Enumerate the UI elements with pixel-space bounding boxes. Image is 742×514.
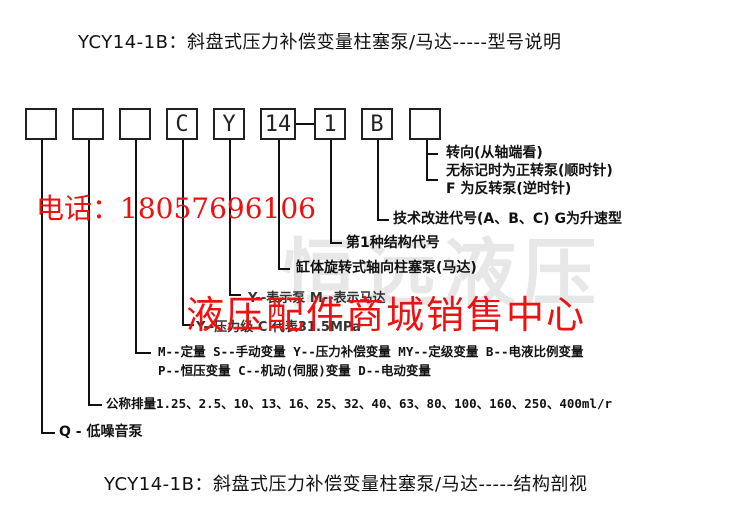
label-structure-code: 第1种结构代号 [346,235,440,251]
leader-structure-h [330,242,342,244]
brand-watermark: 恒远液压 [282,231,602,317]
leader-pump-motor [229,140,231,296]
leader-rotation-h1 [426,153,438,155]
code-box-pressure: C [166,108,198,140]
code-box-variable [119,108,151,140]
leader-pump-motor-h [229,294,241,296]
label-tech-improve: 技术改进代号(A、B、C) G为升速型 [393,211,622,227]
leader-series [278,140,280,270]
label-rotation-title: 转向(从轴端看) [446,145,543,161]
leader-rotation [426,140,428,180]
leader-displacement-h [88,404,102,406]
label-rotation-cw: 无标记时为正转泵(顺时针) [446,163,613,179]
label-variable-line2: P--恒压变量 C--机动(伺服)变量 D--电动变量 [158,363,431,378]
leader-structure [330,140,332,244]
code-box-displacement [72,108,104,140]
code-box-series: 14 [260,108,296,140]
code-box-rotation [409,108,441,140]
leader-series-h [278,268,290,270]
label-rotation-ccw: F 为反转泵(逆时针) [446,181,572,197]
label-pump-motor: Y--表示泵 M--表示马达 [248,291,386,306]
shop-watermark: 液压配件商城销售中心 [186,293,587,337]
code-box-tech: B [361,108,393,140]
code-box-pump-motor: Y [213,108,245,140]
section-title: YCY14-1B：斜盘式压力补偿变量柱塞泵/马达-----结构剖视 [104,474,588,495]
page-title: YCY14-1B：斜盘式压力补偿变量柱塞泵/马达-----型号说明 [78,32,562,53]
leader-tech [377,140,379,221]
label-displacement: 公称排量1.25、2.5、10、13、16、25、32、40、63、80、100… [106,396,613,411]
leader-noise-h [41,432,55,434]
leader-variable-h [135,352,151,354]
box-connector [296,123,314,125]
code-box-noise [25,108,57,140]
label-low-noise: Q - 低噪音泵 [59,424,143,440]
code-box-structure: 1 [314,108,346,140]
leader-displacement [88,140,90,406]
leader-pressure-h [182,324,194,326]
label-pressure-grade: Y--压力级 C 代表31.5MPa [196,320,361,335]
label-cylinder-type: 缸体旋转式轴向柱塞泵(马达) [296,260,477,276]
leader-pressure [182,140,184,326]
leader-noise [41,140,43,434]
leader-tech-h [377,219,389,221]
leader-variable [135,140,137,354]
label-variable-line1: M--定量 S--手动变量 Y--压力补偿变量 MY--定级变量 B--电液比例… [158,344,584,359]
leader-rotation-h2 [426,179,438,181]
phone-watermark: 电话：18057696106 [36,192,316,225]
